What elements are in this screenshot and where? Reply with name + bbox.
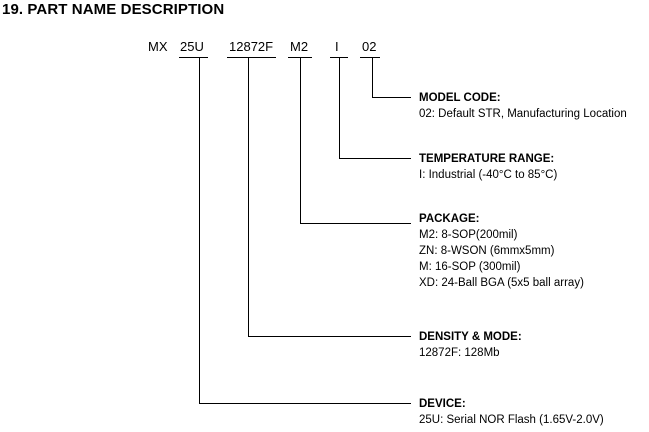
package-segment: M2 — [290, 39, 309, 54]
package-line: M: 16-SOP (300mil) — [419, 261, 521, 273]
model-segment: 02 — [362, 39, 377, 54]
section-title: 19. PART NAME DESCRIPTION — [2, 1, 225, 18]
package-line: M2: 8-SOP(200mil) — [419, 229, 518, 241]
device-underline — [179, 57, 208, 58]
model-code-description: MODEL CODE: 02: Default STR, Manufacturi… — [419, 90, 627, 122]
temperature-connector-horizontal — [339, 158, 411, 159]
density-mode-line: 12872F: 128Mb — [419, 347, 500, 359]
density-mode-heading: DENSITY & MODE: — [419, 331, 522, 343]
model-connector-vertical — [372, 57, 373, 97]
density-mode-description: DENSITY & MODE: 12872F: 128Mb — [419, 329, 522, 361]
package-connector-horizontal — [300, 223, 411, 224]
density-connector-vertical — [248, 57, 249, 336]
model-code-heading: MODEL CODE: — [419, 92, 501, 104]
package-line: XD: 24-Ball BGA (5x5 ball array) — [419, 277, 584, 289]
device-heading: DEVICE: — [419, 398, 466, 410]
temperature-range-line: I: Industrial (-40°C to 85°C) — [419, 169, 558, 181]
density-segment: 12872F — [229, 39, 274, 54]
density-underline — [227, 57, 276, 58]
temperature-segment: I — [335, 39, 339, 54]
prefix-segment: MX — [148, 39, 168, 54]
package-description: PACKAGE: M2: 8-SOP(200mil) ZN: 8-WSON (6… — [419, 211, 584, 291]
density-connector-horizontal — [248, 336, 411, 337]
temperature-range-description: TEMPERATURE RANGE: I: Industrial (-40°C … — [419, 151, 557, 183]
model-underline — [360, 57, 380, 58]
package-line: ZN: 8-WSON (6mmx5mm) — [419, 245, 555, 257]
package-connector-vertical — [300, 57, 301, 223]
model-connector-horizontal — [372, 97, 411, 98]
temperature-range-heading: TEMPERATURE RANGE: — [419, 153, 555, 165]
device-connector-horizontal — [199, 403, 411, 404]
package-heading: PACKAGE: — [419, 213, 480, 225]
model-code-line: 02: Default STR, Manufacturing Location — [419, 108, 627, 120]
device-segment: 25U — [180, 39, 204, 54]
device-description: DEVICE: 25U: Serial NOR Flash (1.65V-2.0… — [419, 396, 604, 428]
temperature-connector-vertical — [339, 57, 340, 158]
device-connector-vertical — [199, 57, 200, 403]
device-line: 25U: Serial NOR Flash (1.65V-2.0V) — [419, 414, 604, 426]
